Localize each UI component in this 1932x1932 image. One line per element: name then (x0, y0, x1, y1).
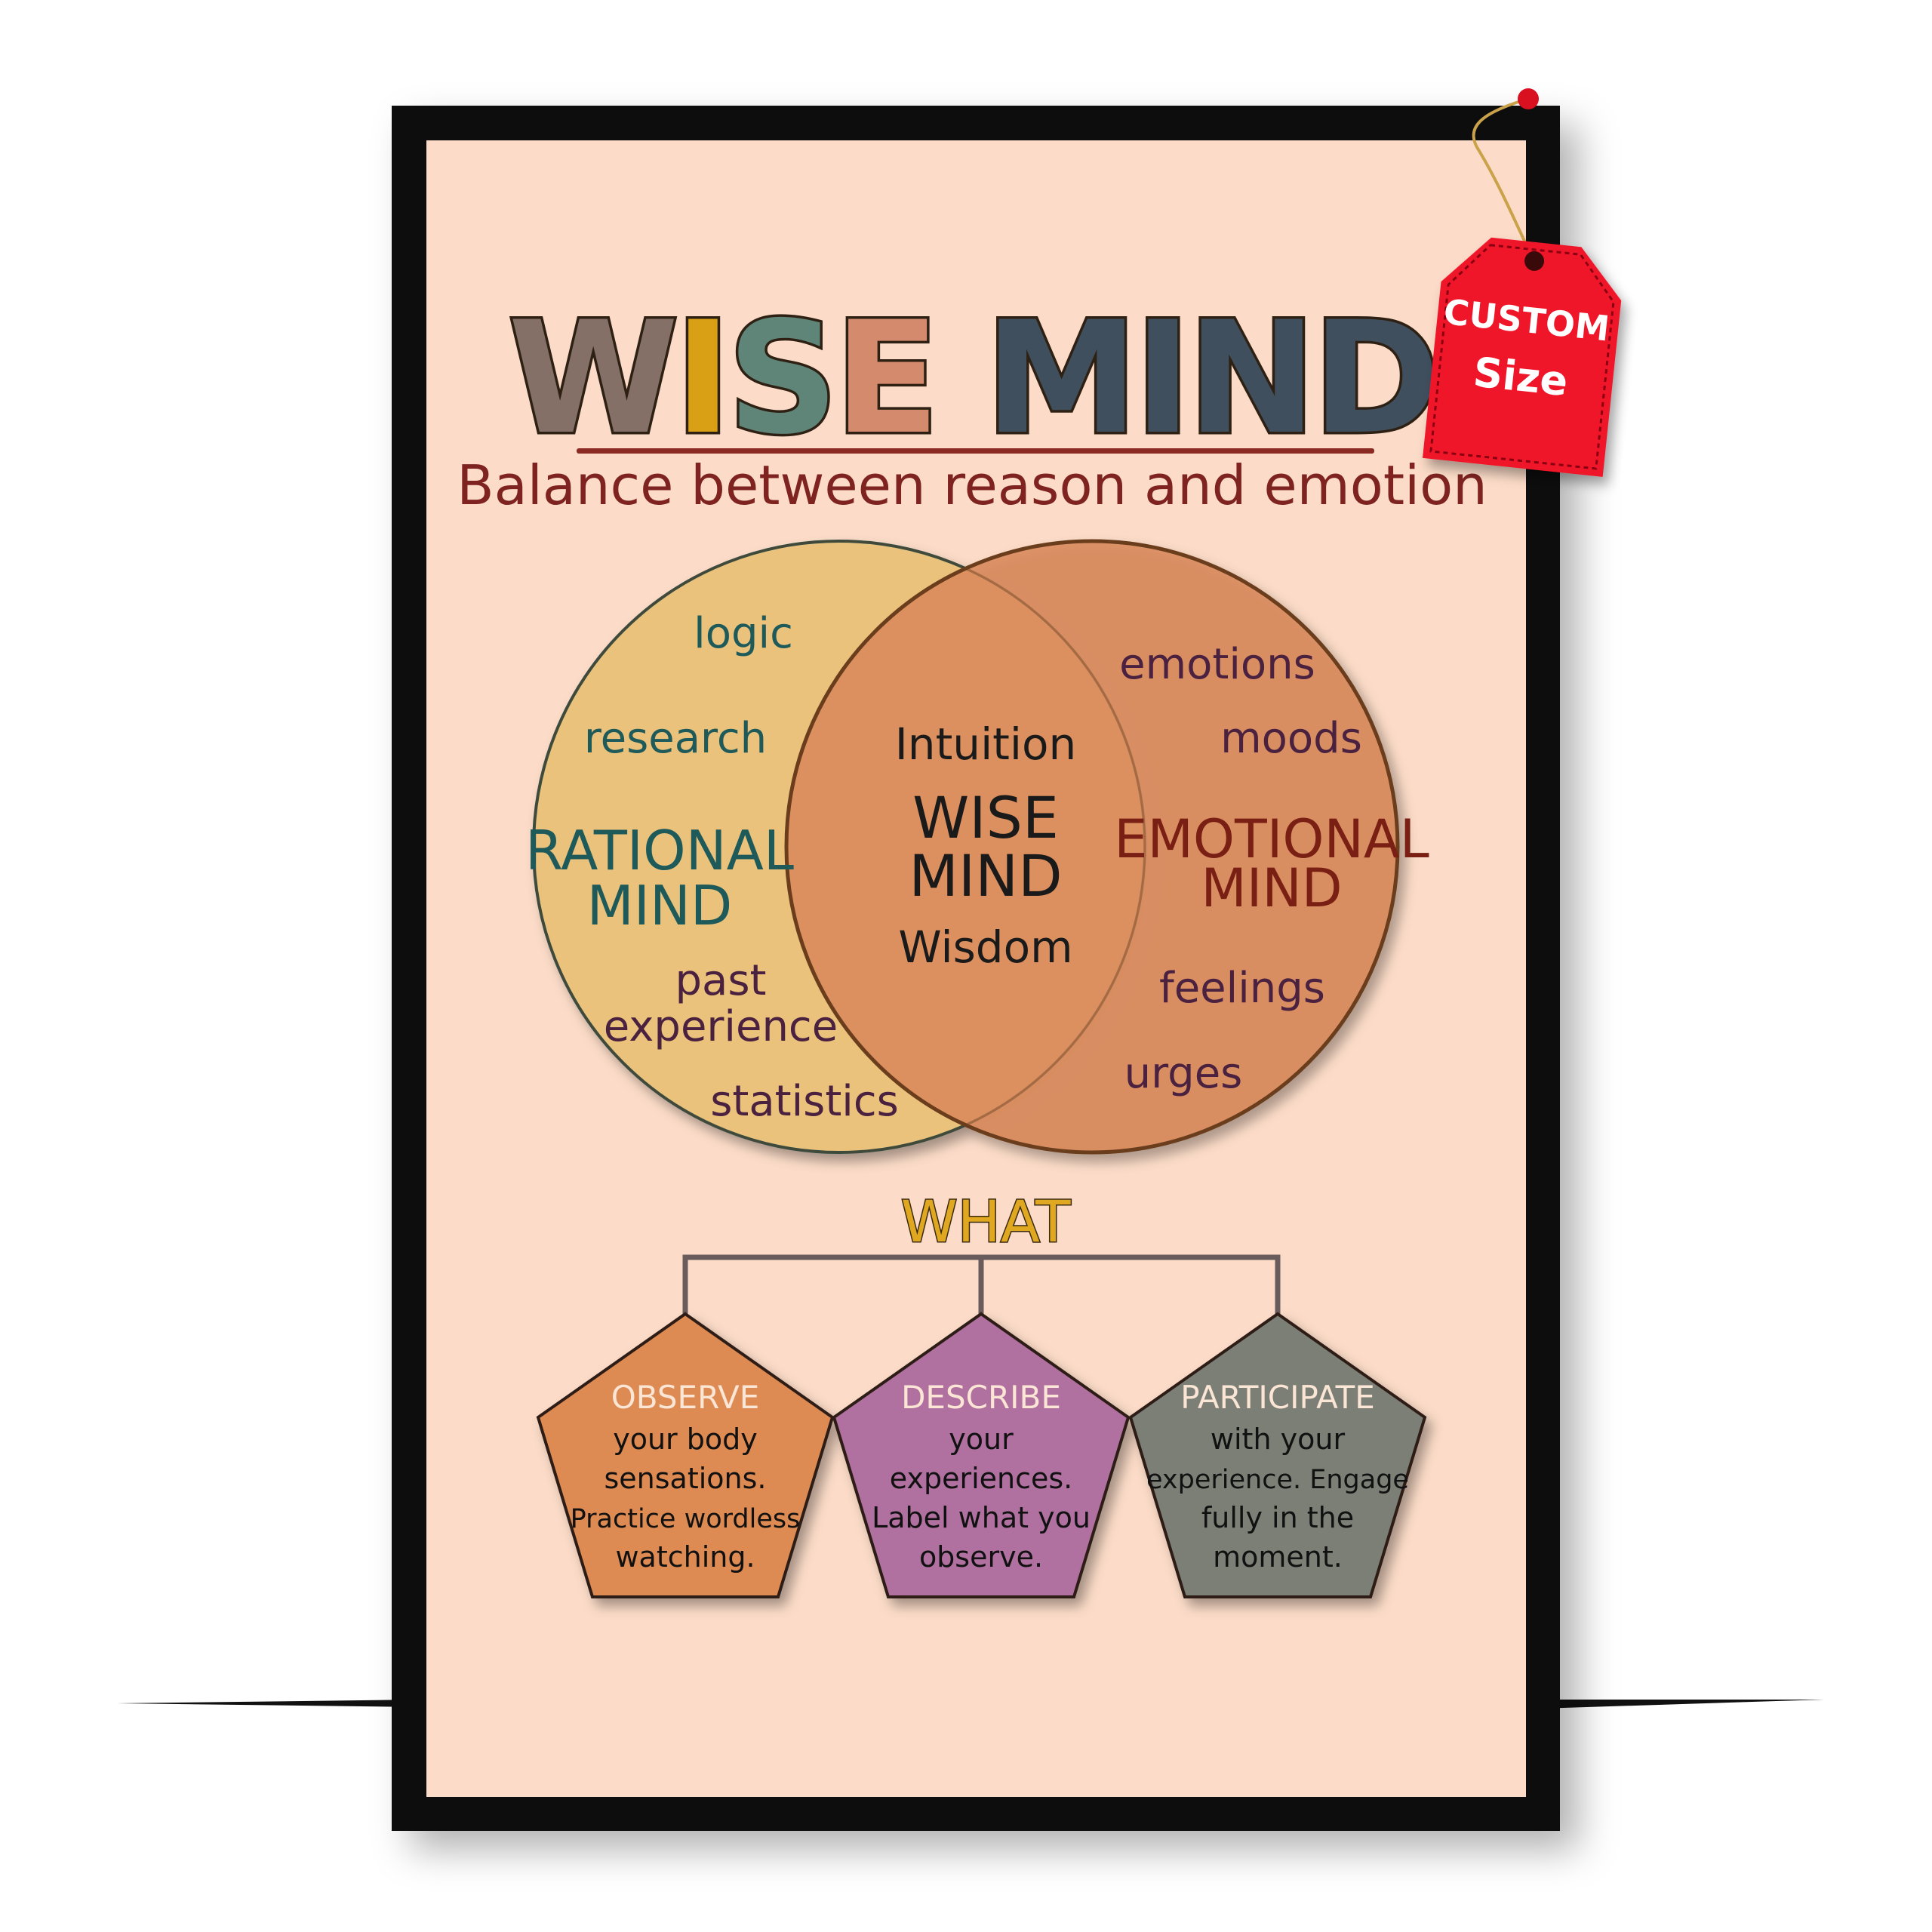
pentagon-shape (832, 1312, 1131, 1598)
what-item-title: PARTICIPATE (1180, 1379, 1375, 1416)
connector-lines (682, 1254, 1281, 1314)
word-moods: moods (1220, 714, 1362, 763)
tag-string (1472, 97, 1534, 257)
pin-icon (1518, 88, 1539, 109)
pentagon-shape (536, 1312, 835, 1598)
word-past: past (675, 956, 767, 1005)
what-item-text: experiences. (890, 1462, 1073, 1495)
subtitle: Balance between reason and emotion (457, 454, 1487, 517)
word-experience: experience (604, 1002, 838, 1051)
tag-hole (1524, 251, 1545, 271)
title-letter: M (985, 289, 1134, 469)
title-letter: D (1312, 289, 1436, 469)
word-logic: logic (694, 609, 793, 658)
what-item-text: experience. Engage (1146, 1465, 1409, 1495)
title-letter: I (674, 289, 727, 469)
wise-label-mind: MIND (909, 842, 1062, 909)
what-item-text: your (949, 1423, 1014, 1456)
rational-label-mind: MIND (587, 874, 733, 937)
what-item-text: your body (613, 1423, 758, 1456)
word-wisdom: Wisdom (898, 921, 1072, 973)
title-letter: I (1134, 289, 1187, 469)
what-item-text: observe. (919, 1540, 1043, 1574)
tag-text-size: Size (1471, 348, 1570, 405)
custom-size-tag: CUSTOM Size (1422, 237, 1622, 477)
title-letter: N (1187, 289, 1312, 469)
rational-label: RATIONAL (525, 819, 794, 882)
title-letter: W (508, 289, 674, 469)
what-item-title: DESCRIBE (901, 1379, 1061, 1416)
what-item-text: sensations. (604, 1462, 766, 1495)
what-item-text: fully in the (1201, 1501, 1354, 1534)
pentagon-shape (1128, 1312, 1427, 1598)
poster-title: WISE MIND (508, 289, 1436, 469)
what-item-title: OBSERVE (611, 1379, 760, 1416)
floor-shadow-left (117, 1700, 423, 1707)
what-item-text: with your (1211, 1423, 1346, 1456)
what-item-describe: DESCRIBE your experiences. Label what you ob… (832, 1312, 1131, 1598)
what-heading: WHAT (901, 1188, 1071, 1255)
what-item-text: Practice wordless (571, 1504, 801, 1534)
emotional-label-mind: MIND (1201, 857, 1342, 919)
venn-diagram (532, 539, 1400, 1155)
overlap-outline (532, 540, 1146, 1154)
title-letter: E (834, 289, 935, 469)
word-urges: urges (1124, 1049, 1243, 1098)
what-item-text: watching. (615, 1540, 755, 1574)
word-feelings: feelings (1159, 964, 1325, 1013)
wise-label: WISE (912, 784, 1059, 851)
word-research: research (584, 714, 767, 763)
word-statistics: statistics (710, 1077, 899, 1126)
emotional-mind-circle (784, 539, 1400, 1155)
what-item-text: Label what you (872, 1501, 1091, 1534)
what-item-participate: PARTICIPATE with your experience. Engage fu… (1128, 1312, 1427, 1598)
what-item-observe: OBSERVE your body sensations. Practice word… (536, 1312, 835, 1598)
emotional-label: EMOTIONAL (1114, 808, 1429, 870)
floor-shadow-right (1540, 1700, 1824, 1709)
word-intuition: Intuition (895, 718, 1077, 770)
word-emotions: emotions (1119, 640, 1315, 689)
title-letter: S (728, 289, 835, 469)
what-item-text: moment. (1213, 1540, 1343, 1574)
title-underline (577, 448, 1374, 454)
